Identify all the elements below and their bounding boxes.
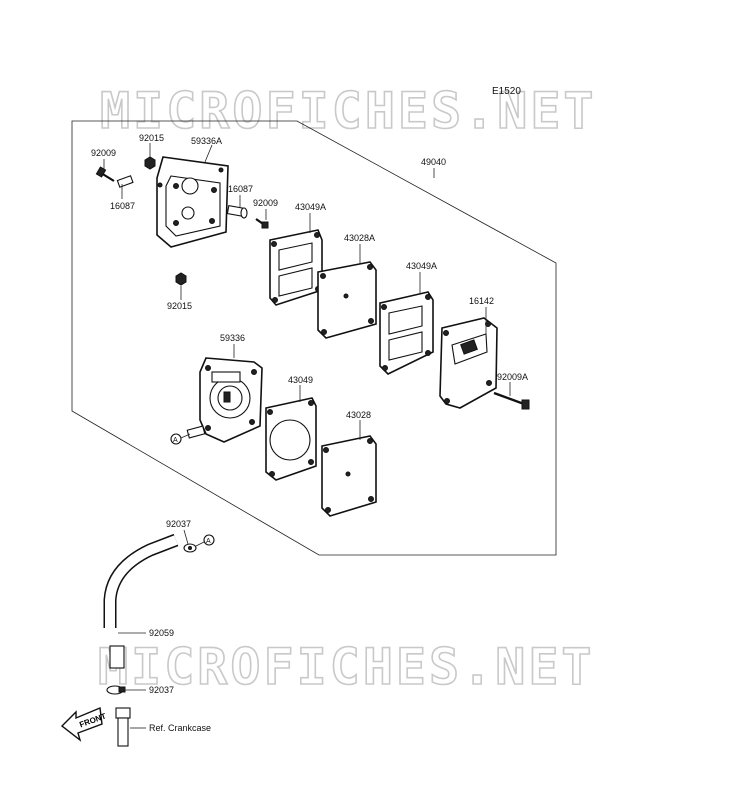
bolt-92009-top bbox=[95, 166, 115, 182]
label-92009-mid: 92009 bbox=[253, 198, 278, 208]
nipple-16087-left bbox=[116, 175, 134, 188]
svg-text:A: A bbox=[206, 538, 211, 545]
label-92015-top: 92015 bbox=[139, 133, 164, 143]
label-ref-crankcase: Ref. Crankcase bbox=[149, 723, 211, 733]
ref-marker-A-lower: A bbox=[203, 534, 215, 546]
diagram-code: E1520 bbox=[492, 86, 521, 97]
watermark-bottom: MICROFICHES.NET bbox=[98, 638, 595, 696]
label-92037-top: 92037 bbox=[166, 519, 191, 529]
diaphragm-43028-lower bbox=[321, 435, 377, 517]
clamp-92037-bottom bbox=[106, 685, 126, 695]
crankcase-fitting bbox=[115, 707, 131, 747]
label-16087-left: 16087 bbox=[110, 201, 135, 211]
bolt-92009-mid bbox=[255, 218, 269, 229]
label-43049A-right: 43049A bbox=[406, 261, 437, 271]
bolt-92009A bbox=[493, 391, 530, 410]
pump-cover-59336A bbox=[156, 156, 229, 248]
clamp-92037-top bbox=[183, 543, 197, 553]
pump-body-59336 bbox=[186, 357, 263, 443]
label-92059: 92059 bbox=[149, 628, 174, 638]
nipple-16087-right bbox=[226, 205, 248, 219]
front-arrow-icon: FRONT bbox=[60, 706, 107, 742]
label-92015-bottom: 92015 bbox=[167, 301, 192, 311]
label-92009A: 92009A bbox=[497, 372, 528, 382]
label-92037-bottom: 92037 bbox=[149, 685, 174, 695]
gasket-43049A-upper bbox=[269, 229, 323, 306]
label-49040: 49040 bbox=[421, 157, 446, 167]
diaphragm-43028A bbox=[317, 261, 377, 339]
gasket-43049-lower bbox=[265, 397, 317, 481]
nut-92015-bottom bbox=[175, 272, 187, 286]
plate-16142 bbox=[439, 317, 498, 409]
label-59336A: 59336A bbox=[191, 136, 222, 146]
label-16142: 16142 bbox=[469, 296, 494, 306]
label-43049: 43049 bbox=[288, 375, 313, 385]
label-92009-top: 92009 bbox=[91, 148, 116, 158]
assembly-outline bbox=[71, 120, 557, 556]
label-59336: 59336 bbox=[220, 333, 245, 343]
label-16087-right: 16087 bbox=[228, 184, 253, 194]
label-43028: 43028 bbox=[346, 410, 371, 420]
watermark-top: MICROFICHES.NET bbox=[100, 82, 597, 140]
label-43028A: 43028A bbox=[344, 233, 375, 243]
ref-marker-A-upper: A bbox=[170, 433, 182, 445]
svg-text:A: A bbox=[173, 437, 178, 444]
gasket-43049A-right bbox=[379, 291, 434, 375]
label-43049A-upper: 43049A bbox=[295, 202, 326, 212]
hose-92059 bbox=[103, 533, 179, 669]
nut-92015-top bbox=[144, 156, 156, 170]
